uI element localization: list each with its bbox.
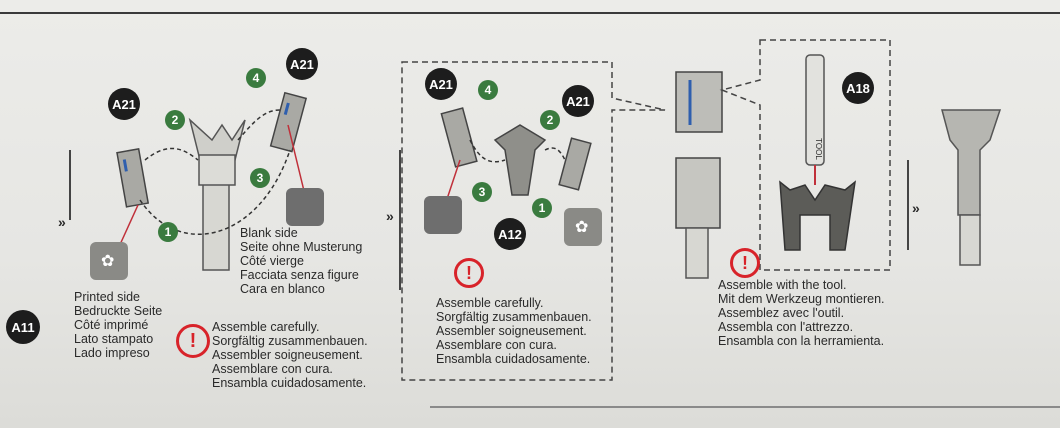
blank-side-fr: Côté vierge (240, 254, 304, 268)
assemble-carefully-fr: Assembler soigneusement. (436, 324, 587, 338)
assemble-carefully-fr: Assembler soigneusement. (212, 348, 363, 362)
gear-icon: ✿ (101, 253, 115, 270)
printed-side-swatch: ✿ (564, 208, 602, 246)
next-arrow: » (386, 208, 394, 224)
step-number: 1 (532, 198, 552, 218)
blank-side-swatch (286, 188, 324, 226)
tool-drawing (779, 54, 857, 251)
blank-side-es: Cara en blanco (240, 282, 325, 296)
blank-side-en: Blank side (240, 226, 298, 240)
step-number: 3 (250, 168, 270, 188)
part-badge-a12: A12 (494, 218, 526, 250)
assemble-tool-de: Mit dem Werkzeug montieren. (718, 292, 885, 306)
assemble-tool-text: Assemble with the tool. Mit dem Werkzeug… (718, 278, 885, 348)
warning-icon: ! (730, 248, 760, 278)
part-badge-a21: A21 (425, 68, 457, 100)
assemble-carefully-de: Sorgfältig zusammenbauen. (436, 310, 592, 324)
warning-icon: ! (454, 258, 484, 288)
part-badge-a11: A11 (6, 310, 40, 344)
assemble-tool-fr: Assemblez avec l'outil. (718, 306, 845, 320)
printed-side-en: Printed side (74, 290, 141, 304)
step-number: 4 (478, 80, 498, 100)
step-number: 2 (165, 110, 185, 130)
assemble-carefully-en: Assemble carefully. (436, 296, 544, 310)
next-arrow: » (58, 214, 66, 230)
mid-assembly (440, 107, 592, 206)
assemble-carefully-en: Assemble carefully. (212, 320, 320, 334)
assemble-carefully-left: Assemble carefully. Sorgfältig zusammenb… (212, 320, 368, 390)
assemble-carefully-es: Ensambla cuidadosamente. (212, 376, 367, 390)
blank-side-text: Blank side Seite ohne Musterung Côté vie… (240, 226, 362, 296)
assemble-carefully-es: Ensambla cuidadosamente. (436, 352, 591, 366)
right-bottom-part (675, 157, 721, 279)
top-rule (0, 12, 1060, 14)
printed-side-swatch: ✿ (90, 242, 128, 280)
step-number: 4 (246, 68, 266, 88)
blank-side-it: Facciata senza figure (240, 268, 359, 282)
blank-side-de: Seite ohne Musterung (240, 240, 363, 254)
step-number: 1 (158, 222, 178, 242)
assemble-carefully-de: Sorgfältig zusammenbauen. (212, 334, 368, 348)
step-number: 3 (472, 182, 492, 202)
assemble-tool-it: Assembla con l'attrezzo. (718, 320, 854, 334)
part-badge-a18: A18 (842, 72, 874, 104)
right-top-part (675, 71, 723, 133)
printed-side-de: Bedruckte Seite (74, 304, 163, 318)
final-assembly (941, 109, 1002, 266)
printed-side-text: Printed side Bedruckte Seite Côté imprim… (74, 290, 162, 360)
assemble-carefully-it: Assemblare con cura. (436, 338, 557, 352)
gear-icon: ✿ (575, 219, 589, 236)
part-badge-a21: A21 (286, 48, 318, 80)
stem-part-left (188, 117, 246, 271)
printed-side-it: Lato stampato (74, 332, 154, 346)
warning-icon: ! (176, 324, 210, 358)
blank-side-swatch (424, 196, 462, 234)
part-badge-a21: A21 (562, 85, 594, 117)
assemble-carefully-it: Assemblare con cura. (212, 362, 333, 376)
bottom-rule (430, 406, 1060, 408)
printed-side-fr: Côté imprimé (74, 318, 149, 332)
step-number: 2 (540, 110, 560, 130)
printed-side-es: Lado impreso (74, 346, 150, 360)
mid-callout-box (401, 61, 666, 381)
tool-label: TOOL (813, 138, 823, 160)
part-badge-a21: A21 (108, 88, 140, 120)
next-arrow: » (912, 200, 920, 216)
assemble-tool-en: Assemble with the tool. (718, 278, 847, 292)
assemble-carefully-mid: Assemble carefully. Sorgfältig zusammenb… (436, 296, 592, 366)
assemble-tool-es: Ensambla con la herramienta. (718, 334, 885, 348)
side-piece-right (269, 91, 308, 153)
tool-callout-box (719, 39, 891, 271)
side-piece-left (116, 148, 150, 208)
